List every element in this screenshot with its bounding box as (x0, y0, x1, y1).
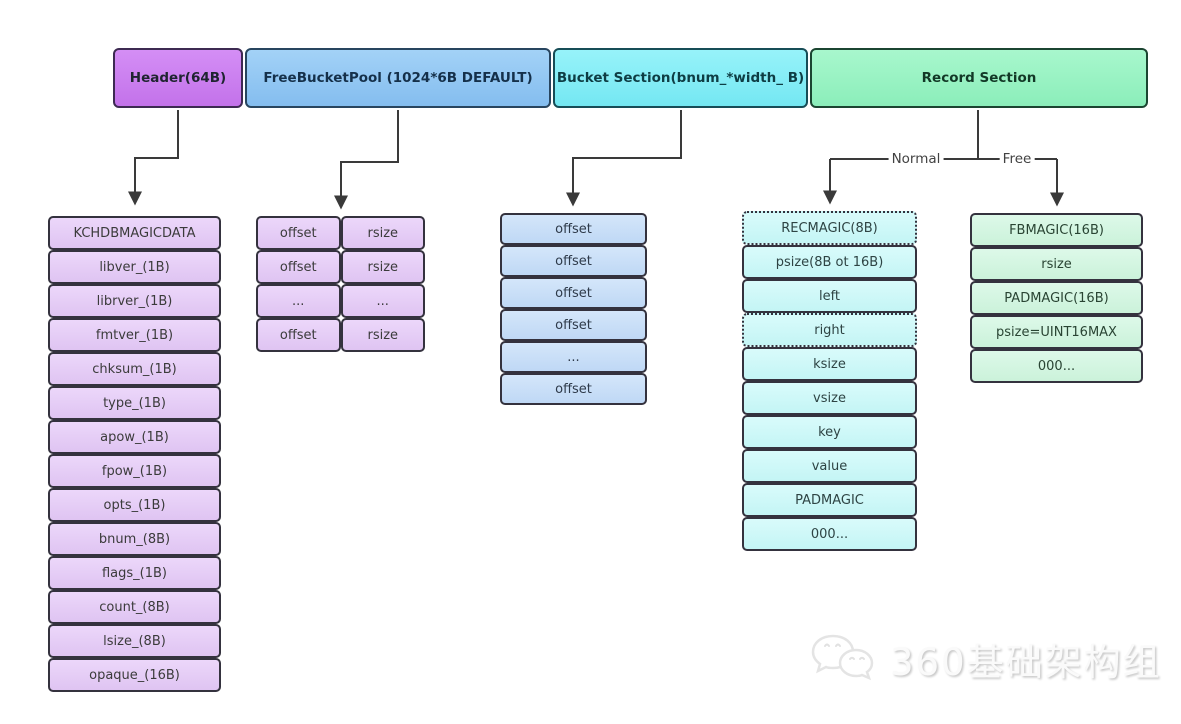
normal-record-row: key (742, 415, 917, 449)
header-field-row: opaque_(16B) (48, 658, 221, 692)
table-row: offset rsize (256, 216, 425, 250)
header-field-row: libver_(1B) (48, 250, 221, 284)
fbp-offset-cell: ... (256, 284, 341, 318)
section-header-header: Header(64B) (113, 48, 243, 108)
fbp-offset-cell: offset (256, 250, 341, 284)
record-branch-label-free: Free (999, 151, 1035, 167)
record-normal-column: RECMAGIC(8B) psize(8B ot 16B) left right… (742, 211, 917, 551)
free-bucket-pool-table: offset rsize offset rsize ... ... offset… (256, 216, 425, 352)
normal-record-row: vsize (742, 381, 917, 415)
arrow-bucket-section (566, 110, 682, 207)
section-header-freebucketpool: FreeBucketPool (1024*6B DEFAULT) (245, 48, 551, 108)
free-record-row: rsize (970, 247, 1143, 281)
bucket-offset-row: ... (500, 341, 647, 373)
header-field-row: chksum_(1B) (48, 352, 221, 386)
fbp-offset-cell: offset (256, 318, 341, 352)
watermark-text: 360基础架构组 (890, 641, 1162, 684)
header-field-row: apow_(1B) (48, 420, 221, 454)
normal-record-row: 000... (742, 517, 917, 551)
normal-record-row: psize(8B ot 16B) (742, 245, 917, 279)
record-branch-label-normal: Normal (888, 151, 944, 167)
free-record-row: PADMAGIC(16B) (970, 281, 1143, 315)
record-free-column: FBMAGIC(16B) rsize PADMAGIC(16B) psize=U… (970, 213, 1143, 383)
table-row: ... ... (256, 284, 425, 318)
free-record-row: psize=UINT16MAX (970, 315, 1143, 349)
header-field-row: fmtver_(1B) (48, 318, 221, 352)
bucket-offset-row: offset (500, 213, 647, 245)
normal-record-row: right (742, 313, 917, 347)
free-record-row: 000... (970, 349, 1143, 383)
header-field-row: librver_(1B) (48, 284, 221, 318)
bucket-section-column: offset offset offset offset ... offset (500, 213, 647, 405)
watermark: 360基础架构组 (808, 628, 1162, 690)
bucket-offset-row: offset (500, 373, 647, 405)
normal-record-row: left (742, 279, 917, 313)
wechat-icon (811, 634, 874, 681)
header-field-row: fpow_(1B) (48, 454, 221, 488)
table-row: offset rsize (256, 250, 425, 284)
header-field-row: opts_(1B) (48, 488, 221, 522)
header-field-row: lsize_(8B) (48, 624, 221, 658)
free-record-row: FBMAGIC(16B) (970, 213, 1143, 247)
normal-record-row: value (742, 449, 917, 483)
section-header-record: Record Section (810, 48, 1148, 108)
bucket-offset-row: offset (500, 277, 647, 309)
header-fields-column: KCHDBMAGICDATA libver_(1B) librver_(1B) … (48, 216, 221, 692)
bucket-offset-row: offset (500, 245, 647, 277)
arrow-freebucketpool (334, 110, 399, 210)
normal-record-row: RECMAGIC(8B) (742, 211, 917, 245)
bucket-offset-row: offset (500, 309, 647, 341)
header-field-row: KCHDBMAGICDATA (48, 216, 221, 250)
fbp-rsize-cell: rsize (340, 250, 425, 284)
fbp-rsize-cell: rsize (340, 216, 425, 250)
header-field-row: count_(8B) (48, 590, 221, 624)
header-field-row: flags_(1B) (48, 556, 221, 590)
normal-record-row: ksize (742, 347, 917, 381)
fbp-rsize-cell: ... (340, 284, 425, 318)
arrow-header (128, 110, 179, 206)
section-header-bucket: Bucket Section(bnum_*width_ B) (553, 48, 808, 108)
fbp-offset-cell: offset (256, 216, 341, 250)
header-field-row: type_(1B) (48, 386, 221, 420)
header-field-row: bnum_(8B) (48, 522, 221, 556)
fbp-rsize-cell: rsize (340, 318, 425, 352)
table-row: offset rsize (256, 318, 425, 352)
normal-record-row: PADMAGIC (742, 483, 917, 517)
